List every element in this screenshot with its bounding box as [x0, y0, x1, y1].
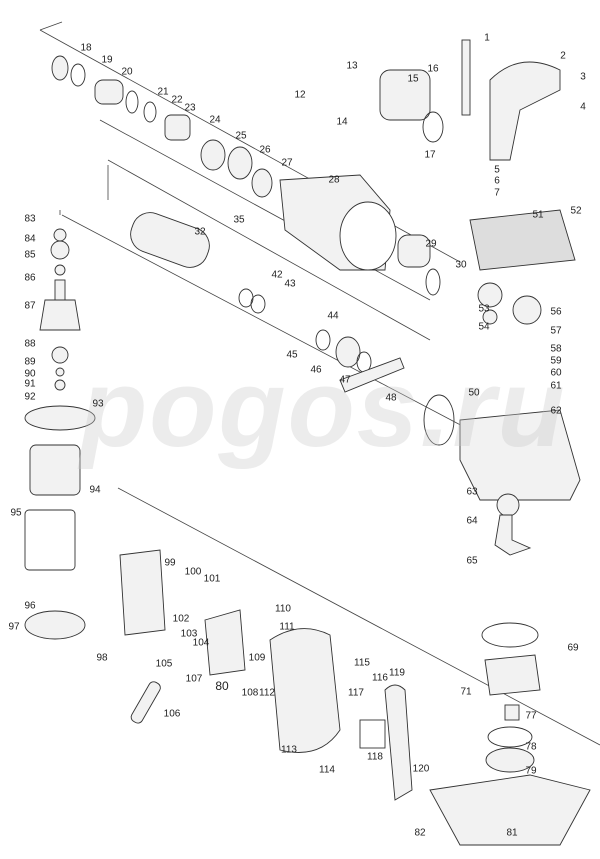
part-label-28: 28 — [328, 174, 340, 186]
part-label-104: 104 — [192, 637, 210, 649]
part-label-18: 18 — [80, 42, 92, 54]
part-label-48: 48 — [385, 392, 397, 404]
part-label-63: 63 — [466, 486, 478, 498]
part-label-52: 52 — [570, 205, 582, 217]
part-label-101: 101 — [203, 573, 221, 585]
part-label-83: 83 — [24, 213, 36, 225]
part-label-22: 22 — [171, 94, 183, 106]
part-label-60: 60 — [550, 367, 562, 379]
part-label-6: 6 — [494, 175, 500, 187]
part-label-56: 56 — [550, 306, 562, 318]
part-label-3: 3 — [580, 71, 586, 83]
part-label-108: 108 — [241, 687, 259, 699]
part-label-30: 30 — [455, 259, 467, 271]
part-label-29: 29 — [425, 238, 437, 250]
part-label-91: 91 — [24, 378, 36, 390]
part-label-110: 110 — [275, 603, 291, 615]
part-label-5: 5 — [494, 164, 500, 176]
part-label-7: 7 — [494, 187, 500, 199]
part-label-2: 2 — [560, 50, 566, 62]
part-label-23: 23 — [184, 102, 196, 114]
part-label-45: 45 — [286, 349, 298, 361]
part-label-42: 42 — [271, 269, 283, 281]
part-label-97: 97 — [8, 621, 20, 633]
part-label-87: 87 — [24, 300, 36, 312]
part-label-103: 103 — [180, 628, 198, 640]
part-label-61: 61 — [550, 380, 562, 392]
part-label-53: 53 — [478, 303, 490, 315]
part-label-27: 27 — [281, 157, 293, 169]
part-label-17: 17 — [424, 149, 436, 161]
part-label-79: 79 — [525, 765, 537, 777]
part-label-4: 4 — [580, 101, 586, 113]
part-label-64: 64 — [466, 515, 478, 527]
part-label-80: 80 — [215, 679, 229, 693]
parts-layer — [24, 39, 591, 846]
part-label-107: 107 — [185, 673, 203, 685]
part-label-32: 32 — [194, 226, 206, 238]
part-label-15: 15 — [407, 73, 419, 85]
part-label-84: 84 — [24, 233, 36, 245]
part-label-88: 88 — [24, 338, 36, 350]
part-label-111: 111 — [279, 621, 295, 633]
part-label-19: 19 — [101, 54, 113, 66]
assembly-frame-lines — [39, 21, 600, 746]
part-label-117: 117 — [348, 687, 364, 699]
part-label-51: 51 — [532, 209, 544, 221]
part-label-120: 120 — [412, 763, 430, 775]
part-label-86: 86 — [24, 272, 36, 284]
part-label-71: 71 — [460, 686, 472, 698]
part-label-25: 25 — [235, 130, 247, 142]
part-label-26: 26 — [259, 144, 271, 156]
part-label-82: 82 — [414, 827, 426, 839]
part-label-50: 50 — [468, 387, 480, 399]
part-label-109: 109 — [248, 652, 266, 664]
part-label-98: 98 — [96, 652, 108, 664]
part-label-44: 44 — [327, 310, 339, 322]
part-label-43: 43 — [284, 278, 296, 290]
part-label-114: 114 — [319, 764, 335, 776]
part-label-78: 78 — [525, 741, 537, 753]
part-label-54: 54 — [478, 321, 490, 333]
part-label-59: 59 — [550, 355, 562, 367]
part-label-113: 113 — [281, 744, 297, 756]
part-label-81: 81 — [506, 827, 518, 839]
part-label-89: 89 — [24, 356, 36, 368]
part-label-46: 46 — [310, 364, 322, 376]
part-label-14: 14 — [336, 116, 348, 128]
part-label-57: 57 — [550, 325, 562, 337]
part-label-21: 21 — [157, 86, 169, 98]
part-label-116: 116 — [372, 672, 388, 684]
part-label-100: 100 — [184, 566, 202, 578]
part-label-77: 77 — [525, 710, 537, 722]
part-label-94: 94 — [89, 484, 101, 496]
part-label-119: 119 — [389, 667, 405, 679]
part-label-65: 65 — [466, 555, 478, 567]
part-label-106: 106 — [163, 708, 181, 720]
part-label-112: 112 — [259, 687, 275, 699]
part-label-47: 47 — [339, 374, 351, 386]
part-label-1: 1 — [484, 32, 490, 44]
part-label-118: 118 — [367, 751, 383, 763]
part-label-93: 93 — [92, 398, 104, 410]
part-label-20: 20 — [121, 66, 133, 78]
part-label-99: 99 — [164, 557, 176, 569]
part-label-16: 16 — [427, 63, 439, 75]
part-label-13: 13 — [346, 60, 358, 72]
part-label-90: 90 — [24, 368, 36, 380]
part-label-69: 69 — [567, 642, 579, 654]
part-label-24: 24 — [209, 114, 221, 126]
part-label-58: 58 — [550, 343, 562, 355]
part-label-92: 92 — [24, 391, 36, 403]
part-label-95: 95 — [10, 507, 22, 519]
part-label-62: 62 — [550, 405, 562, 417]
part-label-12: 12 — [294, 89, 306, 101]
part-label-105: 105 — [155, 658, 173, 670]
part-label-85: 85 — [24, 249, 36, 261]
part-label-35: 35 — [233, 214, 245, 226]
part-label-96: 96 — [24, 600, 36, 612]
part-label-115: 115 — [354, 657, 370, 669]
part-label-102: 102 — [172, 613, 190, 625]
